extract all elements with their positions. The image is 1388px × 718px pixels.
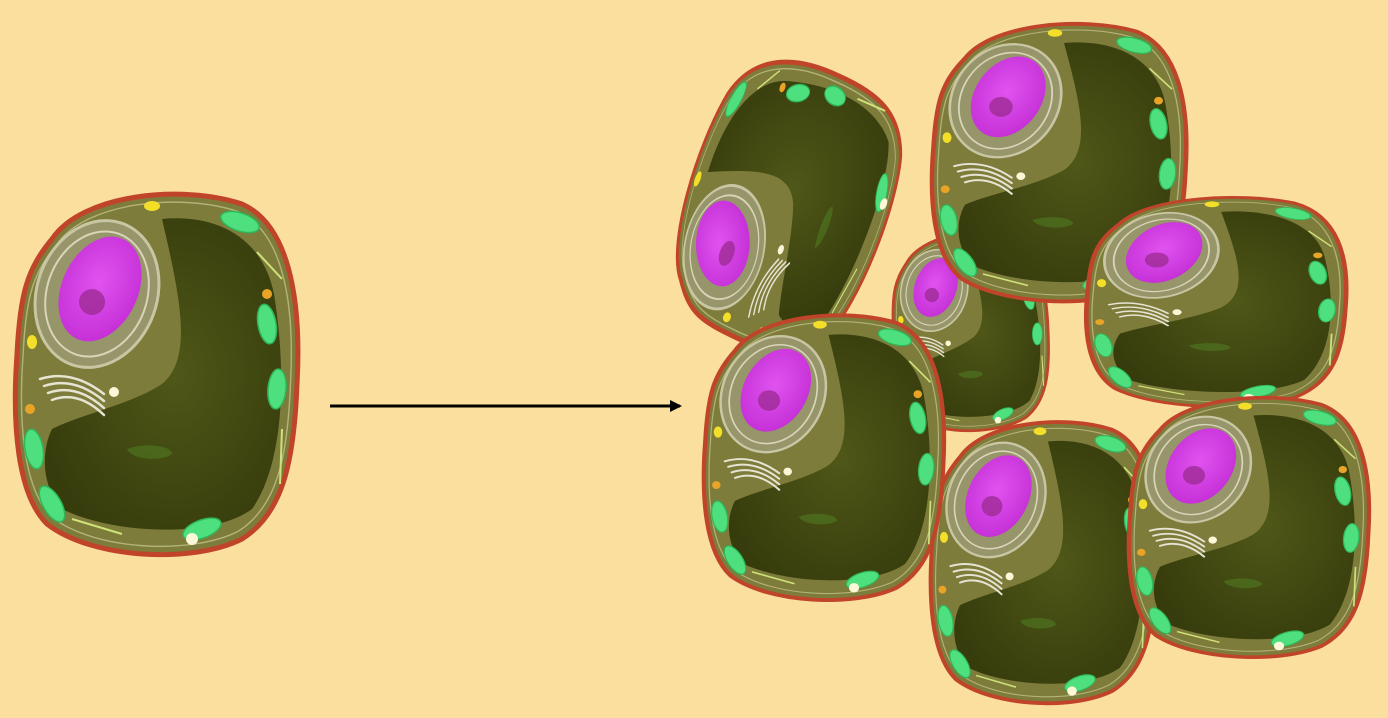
granule [1313, 252, 1322, 258]
granule [27, 335, 37, 349]
plant-cell [15, 194, 298, 554]
granule [1238, 403, 1252, 410]
granule [1172, 309, 1181, 315]
plant-cell [704, 315, 945, 600]
granule [940, 532, 948, 543]
granule [109, 387, 119, 397]
granule [914, 390, 923, 398]
granule [1154, 97, 1163, 105]
granule [262, 289, 272, 299]
granule [1097, 279, 1106, 287]
nucleolus [982, 496, 1003, 516]
granule [1048, 29, 1062, 37]
granule [1095, 319, 1104, 325]
plant-cell [1086, 197, 1346, 406]
granule [1137, 549, 1146, 556]
granule [941, 185, 950, 193]
granule [1208, 537, 1217, 544]
granule [813, 321, 827, 329]
granule [712, 481, 721, 489]
granule [938, 586, 946, 594]
single-cell-group [15, 194, 298, 554]
nucleolus [989, 97, 1012, 117]
granule [186, 533, 198, 545]
granule [1205, 201, 1220, 207]
granule [1034, 427, 1047, 435]
granule [1274, 642, 1284, 651]
nucleolus [79, 289, 105, 315]
chloroplast [1032, 323, 1042, 345]
granule [849, 583, 859, 592]
granule [1067, 686, 1077, 695]
granule [1006, 572, 1014, 580]
granule [25, 404, 35, 414]
granule [1016, 172, 1025, 180]
granule [1339, 466, 1348, 473]
plant-cell [930, 422, 1156, 703]
nucleolus [758, 390, 780, 411]
granule [783, 468, 792, 476]
plant-cell [1129, 398, 1370, 658]
nucleolus [1145, 252, 1169, 267]
granule [1139, 499, 1148, 509]
granule [943, 132, 952, 143]
granule [144, 201, 160, 211]
granule [714, 427, 723, 438]
nucleolus [1183, 466, 1205, 485]
